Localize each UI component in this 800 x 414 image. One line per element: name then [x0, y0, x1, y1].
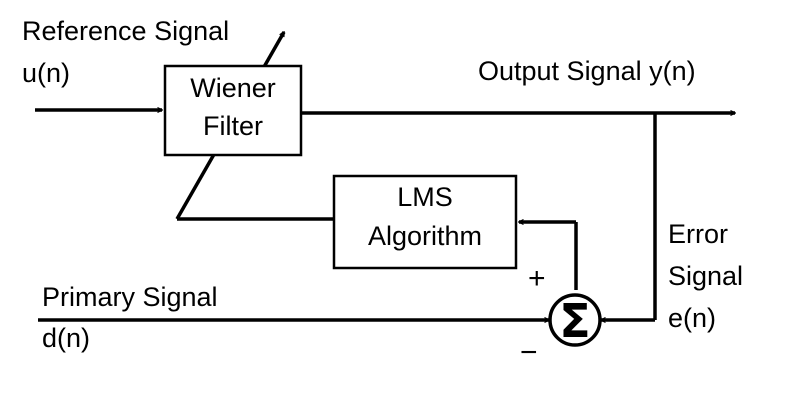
minus-sign: −	[520, 336, 538, 369]
reference-signal-label: Reference Signal	[22, 16, 229, 46]
reference-signal-symbol: u(n)	[22, 58, 70, 88]
wiener-filter-label-line2: Filter	[203, 111, 263, 141]
wiener-filter-label-line1: Wiener	[190, 73, 276, 103]
output-signal-label: Output Signal y(n)	[478, 56, 696, 86]
error-signal-label-line3: e(n)	[668, 303, 716, 333]
summer-circle	[548, 293, 602, 347]
plus-sign: +	[528, 262, 546, 295]
error-signal-label-line2: Signal	[668, 261, 743, 291]
primary-signal-symbol: d(n)	[42, 323, 90, 353]
lms-label-line1: LMS	[397, 182, 453, 212]
lms-algorithm-box	[332, 174, 518, 270]
lms-label-line2: Algorithm	[368, 221, 482, 251]
sigma-symbol: Σ	[559, 294, 590, 348]
error-signal-label-line1: Error	[668, 219, 728, 249]
primary-signal-label: Primary Signal	[42, 282, 218, 312]
wiener-filter-box	[163, 64, 303, 157]
